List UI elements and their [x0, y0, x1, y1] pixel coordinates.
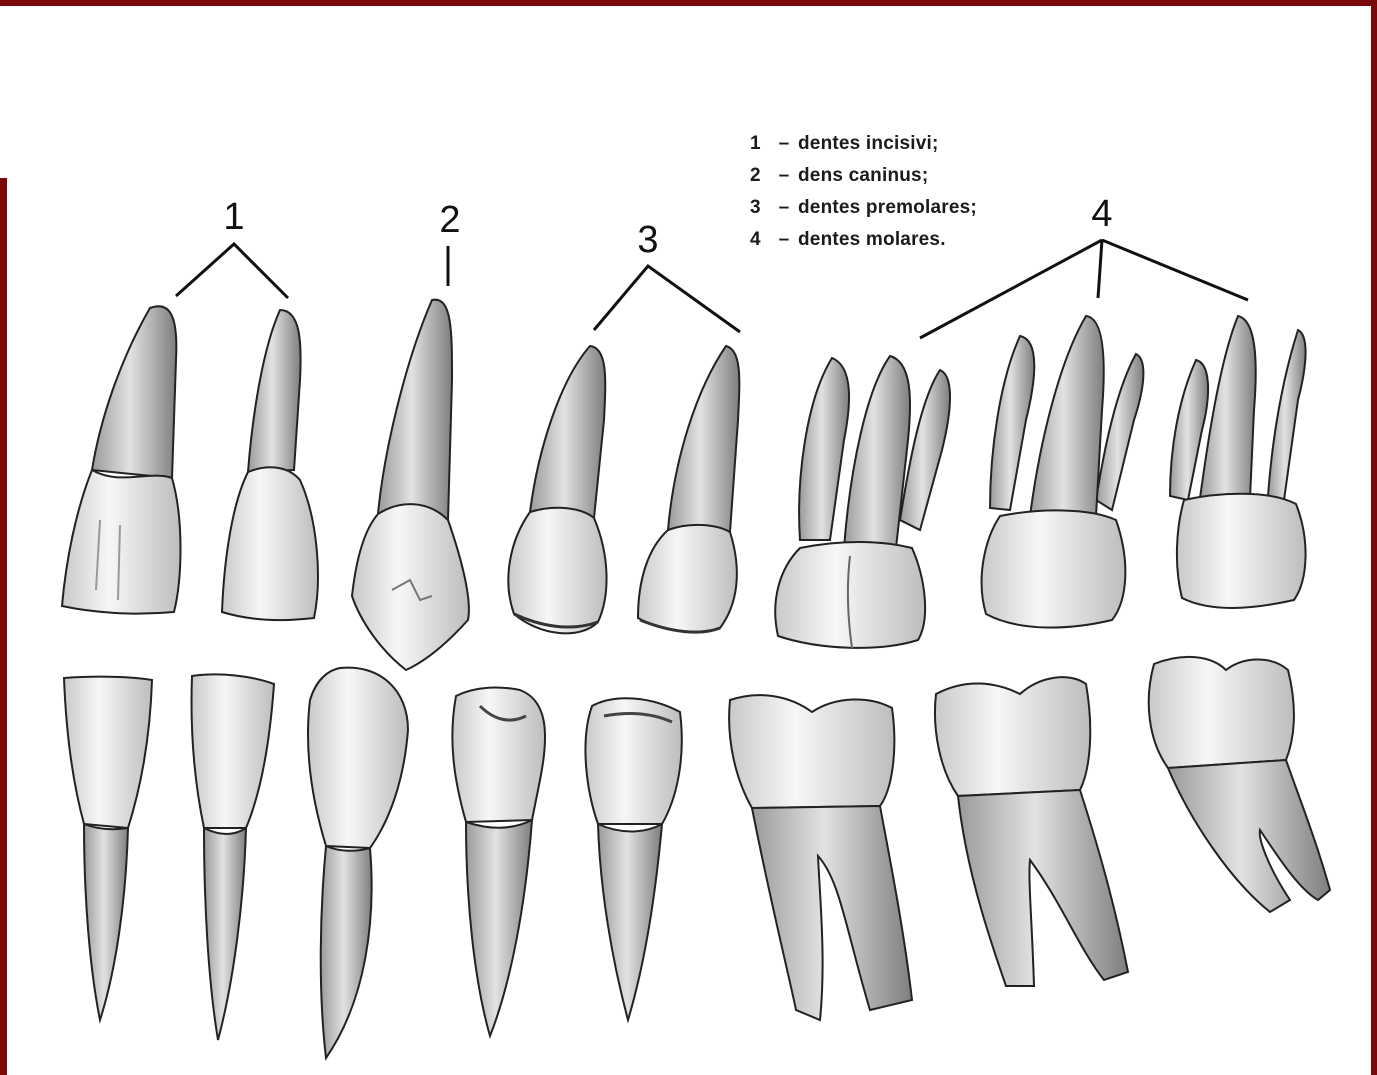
svg-text:1: 1 [223, 196, 244, 238]
upper-third-molar [1170, 316, 1306, 608]
lower-first-premolar [452, 688, 545, 1036]
svg-text:4: 4 [1091, 193, 1112, 235]
upper-second-molar [982, 316, 1144, 628]
lower-canine [308, 668, 408, 1058]
group-label-3: 3 [594, 219, 740, 332]
upper-first-premolar [508, 346, 606, 633]
lower-central-incisor [64, 677, 152, 1020]
lower-second-molar [935, 677, 1128, 986]
upper-central-incisor [62, 306, 181, 613]
upper-second-premolar [638, 346, 739, 632]
svg-text:3: 3 [637, 219, 658, 261]
legend-item-premolars: 3–dentes premolares; [750, 192, 977, 224]
upper-lateral-incisor [222, 310, 318, 620]
legend-item-canine: 2–dens caninus; [750, 160, 977, 192]
group-label-2: 2 [439, 199, 460, 286]
svg-text:2: 2 [439, 199, 460, 241]
lower-first-molar [729, 695, 912, 1020]
upper-first-molar [775, 356, 950, 648]
legend-item-molars: 4–dentes molares. [750, 224, 977, 256]
lower-second-premolar [585, 698, 681, 1020]
lower-third-molar [1149, 657, 1330, 912]
lower-lateral-incisor [192, 674, 275, 1040]
legend: 1–dentes incisivi; 2–dens caninus; 3–den… [750, 128, 977, 256]
upper-canine [352, 300, 469, 670]
group-label-1: 1 [176, 196, 288, 298]
legend-item-incisors: 1–dentes incisivi; [750, 128, 977, 160]
